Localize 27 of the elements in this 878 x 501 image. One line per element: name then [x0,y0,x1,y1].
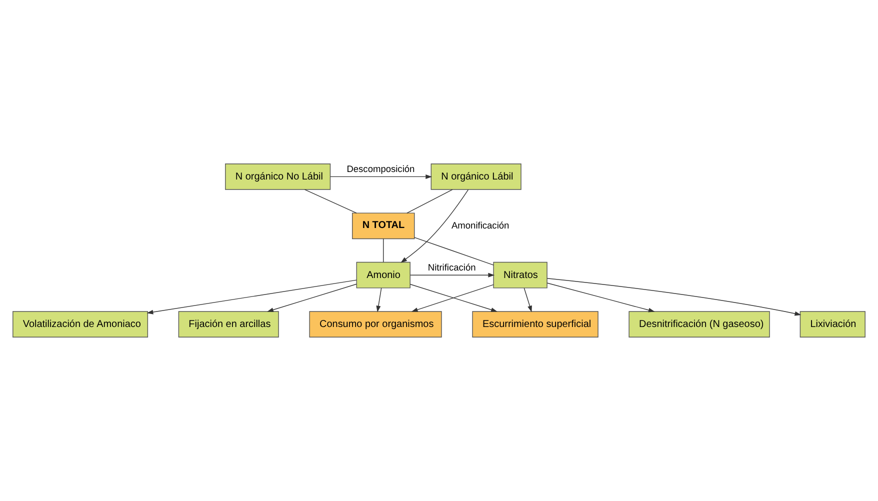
connector [383,238,384,262]
connector [304,189,357,214]
node-box: N orgánico No Lábil [225,164,331,190]
arrow [400,189,469,263]
arrow [330,174,432,179]
edge-label: Nitrificación [428,262,476,272]
node-box: Desnitrificación (N gaseoso) [628,311,770,338]
arrow [410,272,495,278]
connector [414,237,494,266]
edge-label: Amonificación [452,220,510,230]
node-box: Volatilización de Amoniaco [12,311,148,338]
node-box: Nitratos [493,262,548,288]
connector [406,189,453,214]
node-box: Lixiviación [800,311,866,338]
node-box: N TOTAL [352,212,415,240]
node-box: Escurrimiento superficial [472,311,598,338]
edge-label: Descomposición [346,164,415,174]
node-box: Consumo por organismos [309,311,442,338]
node-box: N orgánico Lábil [430,164,522,190]
arrow [146,280,357,314]
arrow [376,288,382,312]
arrow [546,278,802,316]
arrow [524,288,532,312]
node-box: Amonio [356,262,410,288]
node-box: Fijación en arcillas [178,311,279,338]
arrow [546,282,655,312]
arrow [267,284,357,312]
